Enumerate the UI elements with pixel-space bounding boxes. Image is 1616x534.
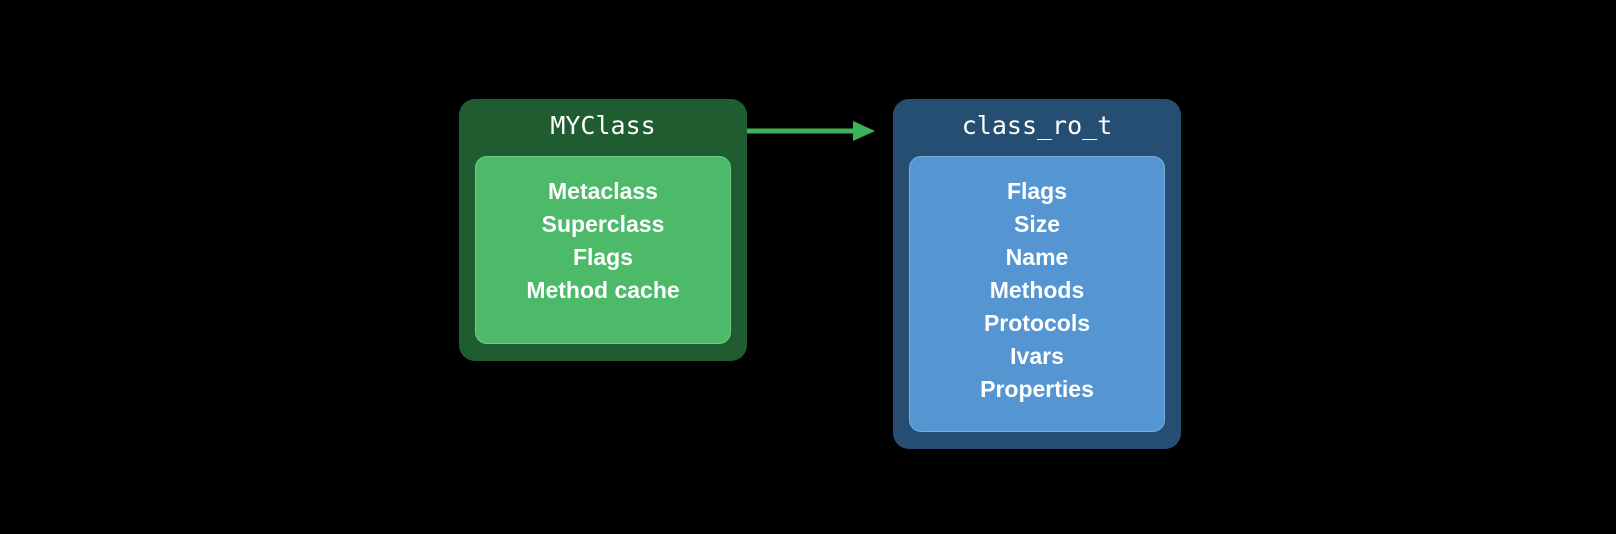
field: Size — [1013, 211, 1061, 237]
field: Name — [1005, 244, 1069, 270]
field: Superclass — [541, 211, 665, 237]
field: Properties — [980, 376, 1094, 402]
class-ro-t-title: class_ro_t — [961, 111, 1113, 140]
myclass-title: MYClass — [550, 111, 656, 140]
field: Flags — [1006, 178, 1068, 204]
class-ro-t-fields: Flags Size Name Methods Protocols Ivars … — [909, 156, 1165, 432]
myclass-box: MYClass Metaclass Superclass Flags Metho… — [459, 99, 747, 361]
arrow-head-icon — [853, 121, 875, 141]
field: Metaclass — [548, 178, 658, 204]
myclass-fields: Metaclass Superclass Flags Method cache — [475, 156, 731, 344]
arrow-connector — [747, 121, 875, 141]
field: Flags — [572, 244, 634, 270]
field: Protocols — [983, 310, 1091, 336]
field: Method cache — [526, 277, 680, 303]
field: Ivars — [1010, 343, 1064, 369]
field: Methods — [989, 277, 1085, 303]
class-ro-t-box: class_ro_t Flags Size Name Methods Proto… — [893, 99, 1181, 449]
